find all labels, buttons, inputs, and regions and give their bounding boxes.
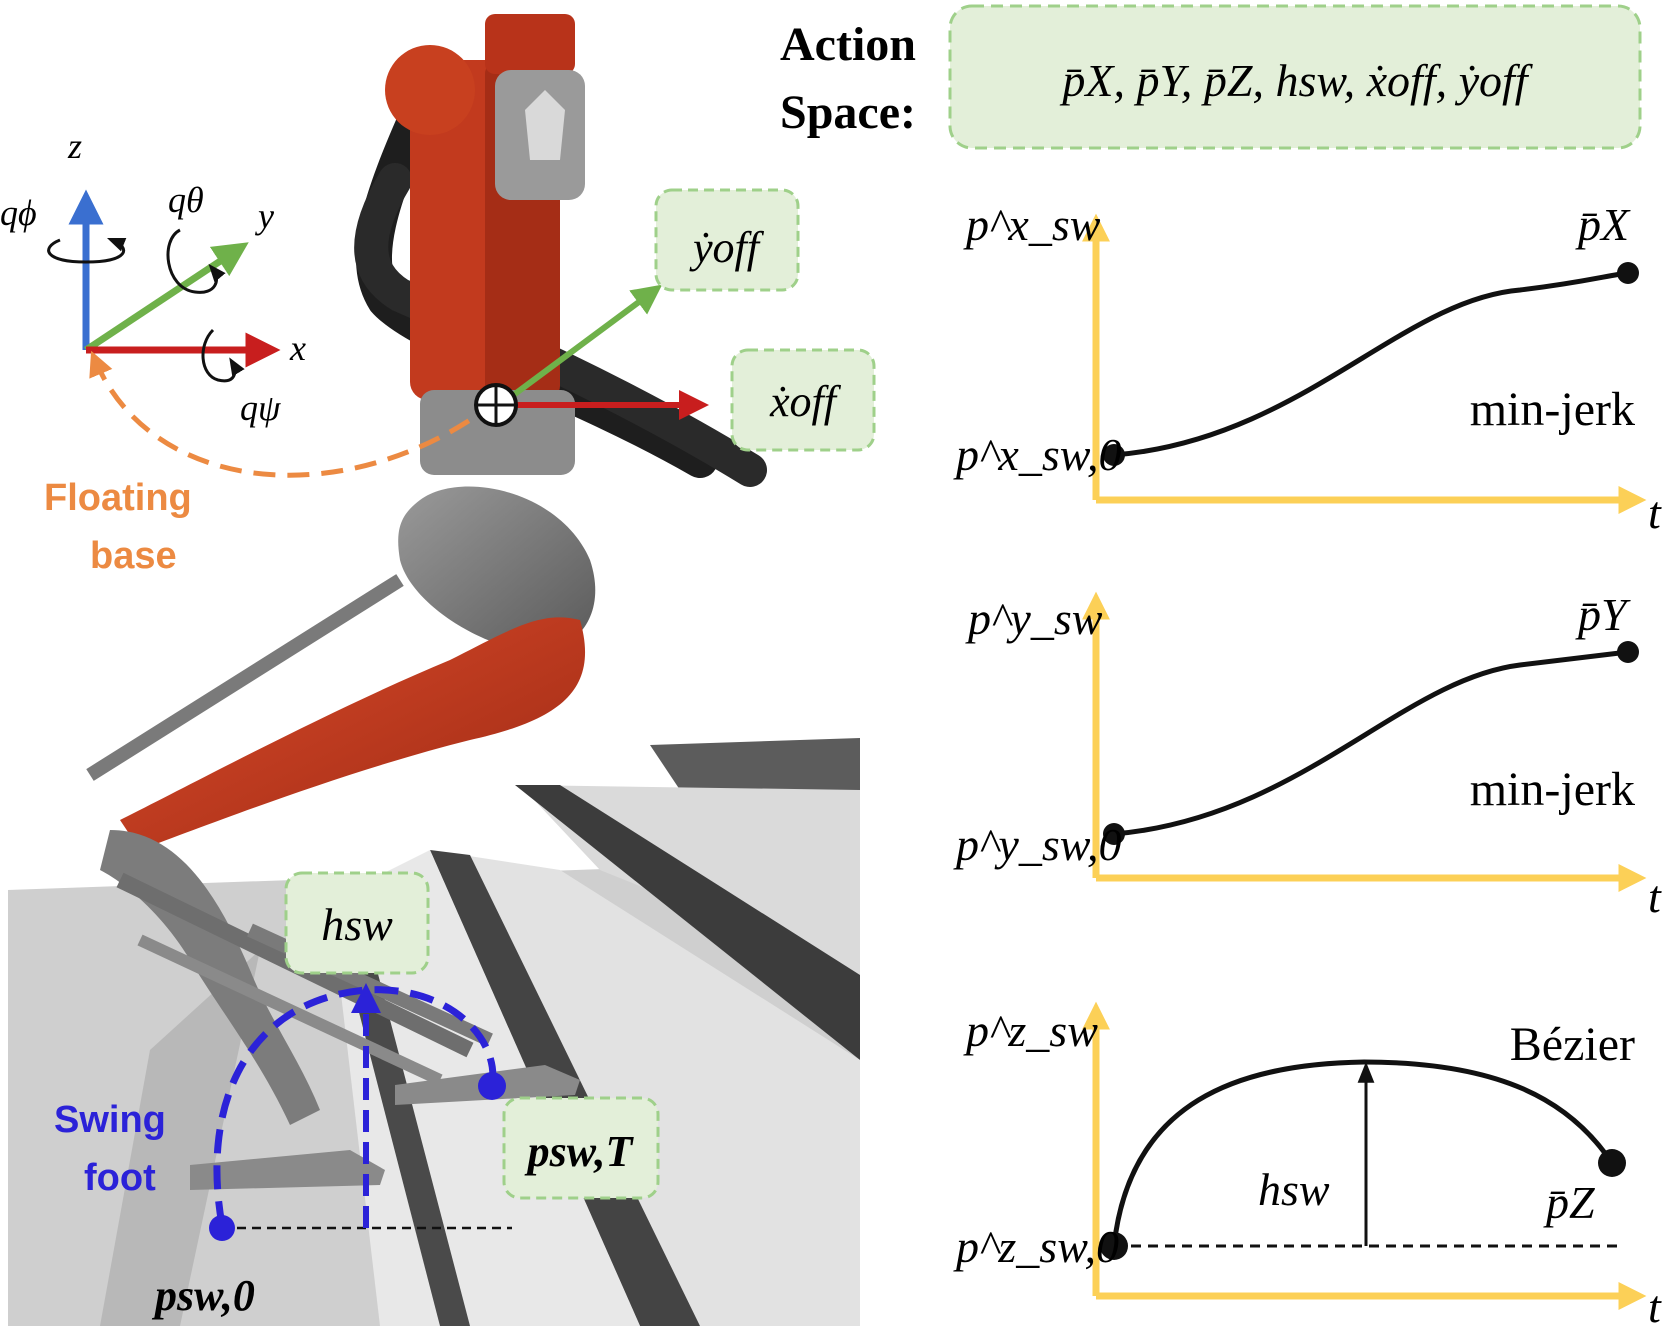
axis-y-label: y <box>255 196 274 236</box>
action-space: Action Space: p̄X, p̄Y, p̄Z, hsw, ẋoff, … <box>780 4 1642 150</box>
plot-z-xlabel: t <box>1648 1281 1662 1326</box>
swing-foot-label-2: foot <box>84 1157 156 1199</box>
plot-x: p^x_sw p^x_sw,0 p̄X min-jerk t <box>953 199 1662 538</box>
plot-y-curve-label: min-jerk <box>1470 763 1635 816</box>
plot-y-ylabel: p^y_sw <box>965 593 1103 644</box>
rot-phi-label: qϕ <box>0 193 37 233</box>
plot-x-start-label: p^x_sw,0 <box>953 429 1122 480</box>
swing-trajectory: hsw psw,T psw,0 Swing foot <box>54 871 660 1320</box>
swing-foot-label: Swing <box>54 1099 166 1141</box>
floating-base-label-2: base <box>90 535 177 577</box>
rot-psi-label: qψ <box>240 388 281 428</box>
robot-link-2 <box>137 934 443 1086</box>
x-off-label: ẋoff <box>769 377 842 426</box>
plot-y-curve <box>1113 649 1629 837</box>
action-space-content: p̄X, p̄Y, p̄Z, hsw, ẋoff, ẏoff <box>1059 55 1533 106</box>
plot-x-xlabel: t <box>1648 487 1662 538</box>
robot-pelvis <box>420 390 575 475</box>
plot-z-curve <box>1111 1059 1615 1247</box>
stair-step-mid <box>430 850 860 1326</box>
action-space-title: Action <box>780 18 916 71</box>
action-space-title-2: Space: <box>780 86 916 139</box>
plot-y-start-point <box>1103 823 1125 845</box>
plot-x-ylabel: p^x_sw <box>963 199 1101 250</box>
robot-head-cylinder <box>485 14 575 74</box>
plot-x-curve-label: min-jerk <box>1470 383 1635 436</box>
y-off-box <box>654 188 800 292</box>
swing-end-point <box>478 1072 506 1100</box>
rot-theta-label: qθ <box>168 180 204 220</box>
plot-z-start-point <box>1100 1232 1128 1260</box>
rotation-psi-icon <box>201 328 245 383</box>
base-offset: ẏoff ẋoff <box>474 188 876 452</box>
axis-z-label: z <box>67 126 82 166</box>
swing-arc <box>213 986 497 1226</box>
robot-thigh <box>398 486 596 652</box>
action-space-box <box>948 4 1642 150</box>
h-sw-box <box>284 871 430 975</box>
plot-x-end-label: p̄X <box>1575 199 1631 250</box>
plot-z-start-label: p^z_sw,0 <box>953 1221 1119 1272</box>
plot-y: p^y_sw p^y_sw,0 p̄Y min-jerk t <box>953 589 1662 922</box>
robot-shin <box>120 617 586 850</box>
floating-base-connector <box>89 350 472 478</box>
stair-side-strip <box>100 950 260 1326</box>
plot-y-xlabel: t <box>1648 871 1662 922</box>
plot-z-end-label: p̄Z <box>1543 1177 1595 1228</box>
plot-z: p^z_sw p^z_sw,0 p̄Z hsw Bézier t <box>953 1001 1662 1326</box>
y-axis-arrow <box>84 242 249 353</box>
plot-z-curve-label: Bézier <box>1510 1018 1635 1071</box>
swing-start-point <box>209 1215 235 1241</box>
plot-y-end-label: p̄Y <box>1575 589 1631 640</box>
plot-z-height-label: hsw <box>1258 1164 1330 1215</box>
plot-y-start-label: p^y_sw,0 <box>953 819 1122 870</box>
plot-y-end-point <box>1617 641 1639 663</box>
y-off-label: ẏoff <box>689 223 765 272</box>
rotation-phi-icon <box>47 237 127 264</box>
x-off-box <box>730 348 876 452</box>
plot-z-end-point <box>1598 1149 1626 1177</box>
p-sw-T-label: psw,T <box>524 1127 635 1176</box>
p-sw-T-box <box>502 1096 660 1200</box>
robot-head-mesh <box>525 90 565 160</box>
stair-riser-upper <box>515 785 860 1060</box>
rotation-theta-icon <box>166 228 226 294</box>
robot-rod <box>86 574 404 781</box>
robot-stance-foot <box>190 1150 385 1190</box>
plot-x-curve <box>1113 270 1629 458</box>
axis-x-label: x <box>289 328 306 368</box>
plot-x-start-point <box>1103 444 1125 466</box>
p-sw-0-label: psw,0 <box>151 1271 255 1320</box>
base-frame: z y x qϕ qθ qψ Floating base <box>0 126 472 577</box>
robot-shoulder <box>385 45 475 135</box>
h-sw-label: hsw <box>321 899 393 950</box>
plot-x-end-point <box>1617 262 1639 284</box>
floating-base-label: Floating <box>44 477 192 519</box>
plot-z-ylabel: p^z_sw <box>963 1005 1098 1056</box>
y-off-arrow <box>498 284 663 408</box>
